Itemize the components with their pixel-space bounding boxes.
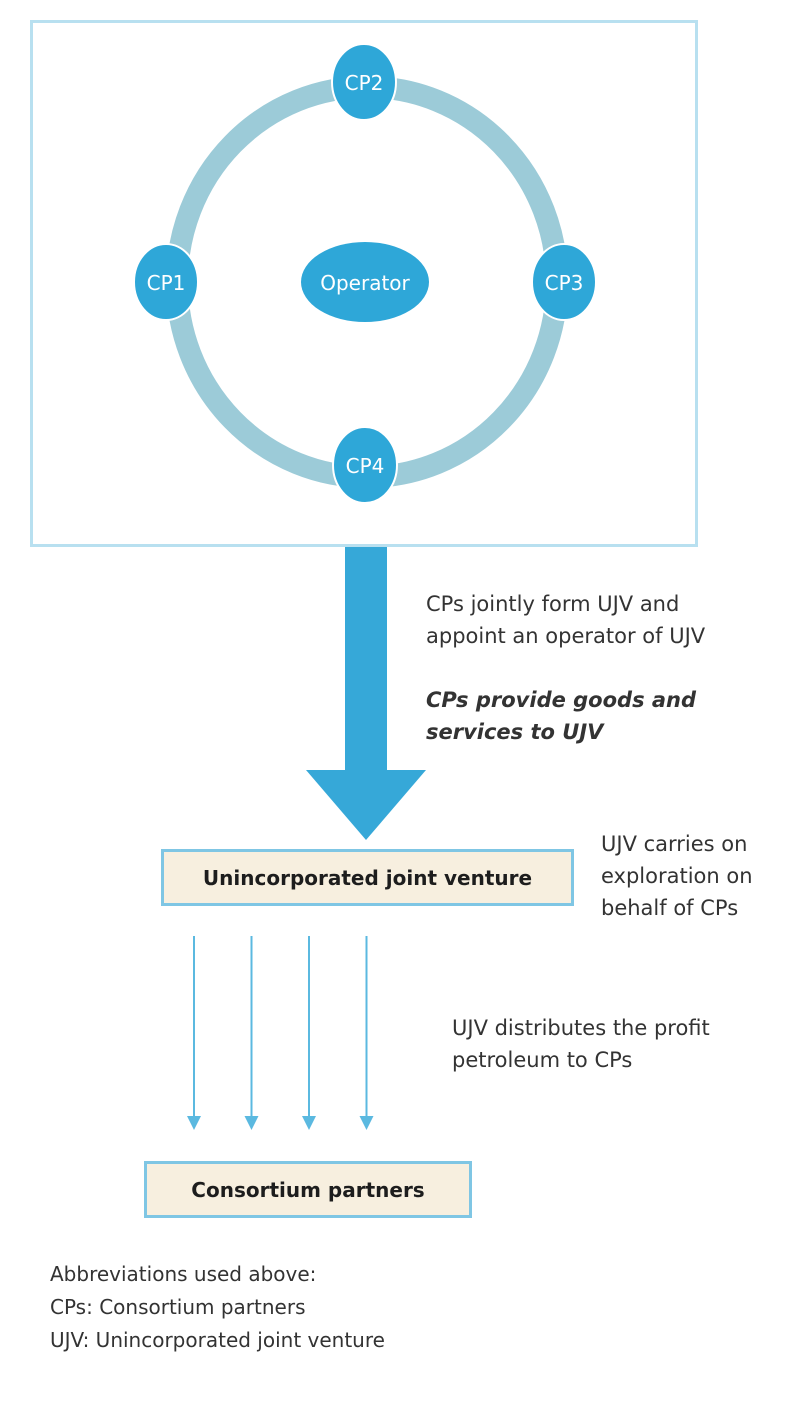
partner-label: CP4: [346, 454, 385, 478]
note-provide-line1: CPs provide goods and: [426, 688, 697, 712]
partner-node-cp1[interactable]: CP1: [133, 243, 199, 321]
ujv-box[interactable]: Unincorporated joint venture: [161, 849, 574, 906]
note-distributes: UJV distributes the profit petroleum to …: [452, 1012, 710, 1076]
consortium-partners-box-label: Consortium partners: [191, 1177, 425, 1202]
note-provide: CPs provide goods and services to UJV: [426, 684, 696, 748]
consortium-partners-box[interactable]: Consortium partners: [144, 1161, 472, 1218]
abbreviations-title: Abbreviations used above:: [50, 1262, 317, 1286]
note-carries-line3: behalf of CPs: [601, 896, 739, 920]
note-carries: UJV carries on exploration on behalf of …: [601, 828, 753, 924]
note-form-line2: appoint an operator of UJV: [426, 624, 706, 648]
distribution-arrow-head: [302, 1116, 316, 1130]
note-provide-line2: services to UJV: [426, 720, 604, 744]
operator-node[interactable]: [301, 242, 429, 322]
partner-node-cp4[interactable]: CP4: [332, 426, 398, 504]
partner-label: CP1: [147, 271, 186, 295]
note-distributes-line2: petroleum to CPs: [452, 1048, 633, 1072]
operator-label: Operator: [320, 271, 410, 295]
note-carries-line1: UJV carries on: [601, 832, 748, 856]
partner-label: CP2: [345, 71, 384, 95]
abbreviations: Abbreviations used above: CPs: Consortiu…: [50, 1258, 385, 1357]
partner-label: CP3: [545, 271, 584, 295]
partner-node-cp3[interactable]: CP3: [531, 243, 597, 321]
note-form-line1: CPs jointly form UJV and: [426, 592, 680, 616]
ujv-box-label: Unincorporated joint venture: [202, 865, 533, 890]
note-distributes-line1: UJV distributes the profit: [452, 1016, 710, 1040]
note-form: CPs jointly form UJV and appoint an oper…: [426, 588, 705, 652]
abbreviation-item: CPs: Consortium partners: [50, 1295, 306, 1319]
distribution-arrow-head: [187, 1116, 201, 1130]
note-carries-line2: exploration on: [601, 864, 753, 888]
operator-structure-frame: [30, 20, 698, 547]
formation-arrow: [306, 547, 426, 840]
partner-node-cp2[interactable]: CP2: [331, 43, 397, 121]
abbreviation-item: UJV: Unincorporated joint venture: [50, 1328, 385, 1352]
distribution-arrow-head: [244, 1116, 259, 1130]
distribution-arrows: [187, 936, 374, 1130]
distribution-arrow-head: [359, 1116, 374, 1130]
